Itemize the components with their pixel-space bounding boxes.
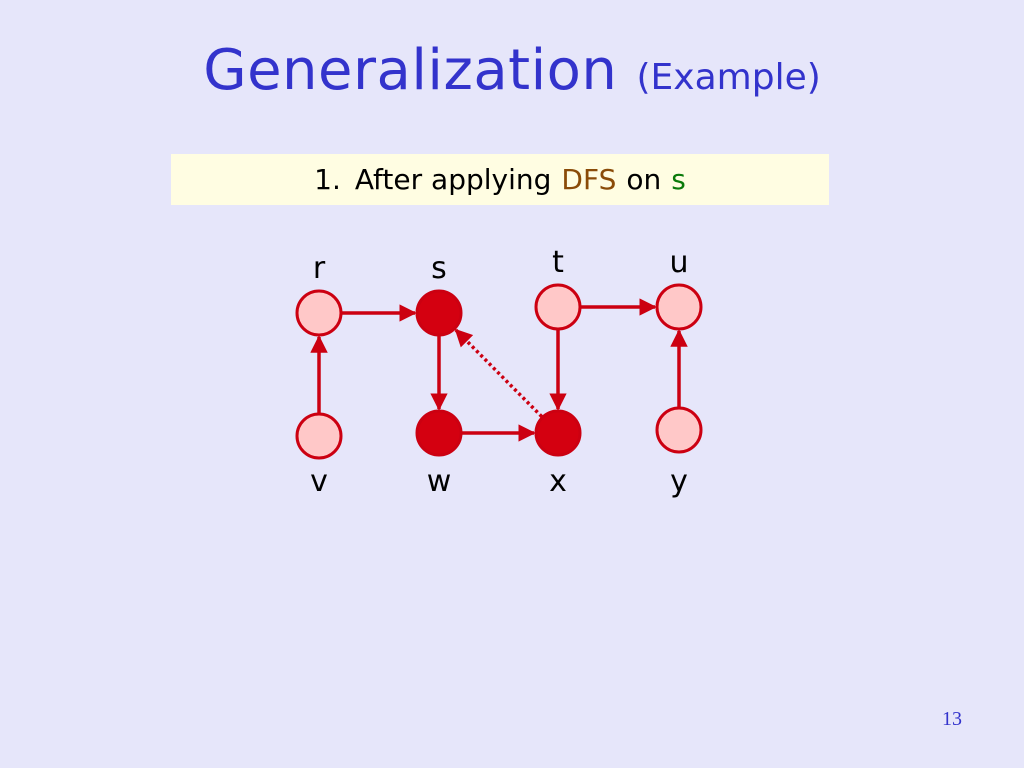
vertex-v [295, 412, 343, 460]
vertex-label-r: r [313, 251, 326, 286]
vertex-x [534, 409, 582, 457]
step-number: 1. [314, 163, 341, 196]
vertex-label-u: u [669, 245, 688, 280]
labels-layer: r s t u v w x y [310, 245, 688, 499]
title-sub: (Example) [636, 57, 821, 98]
step-text-middle: on [626, 163, 662, 196]
vertex-u [655, 283, 703, 331]
vertex-label-x: x [549, 464, 567, 499]
vertex-label-t: t [552, 245, 564, 280]
step-source-vertex: s [671, 163, 686, 196]
vertex-label-y: y [670, 464, 688, 499]
edge-x-s [454, 328, 544, 418]
vertex-t [534, 283, 582, 331]
vertex-w [415, 409, 463, 457]
vertex-label-w: w [427, 464, 452, 499]
vertex-y [655, 406, 703, 454]
nodes-layer [295, 283, 703, 460]
edges-layer [310, 298, 688, 442]
page-number: 13 [942, 708, 962, 730]
slide-title: Generalization (Example) [0, 38, 1024, 103]
vertex-r [295, 289, 343, 337]
vertex-label-s: s [431, 251, 447, 286]
vertex-label-v: v [310, 464, 328, 499]
step-text-before: After applying [354, 163, 552, 196]
step-algorithm: DFS [561, 163, 617, 196]
vertex-s [415, 289, 463, 337]
step-caption-box: 1. After applying DFS on s [171, 154, 829, 205]
title-main: Generalization [203, 38, 618, 103]
